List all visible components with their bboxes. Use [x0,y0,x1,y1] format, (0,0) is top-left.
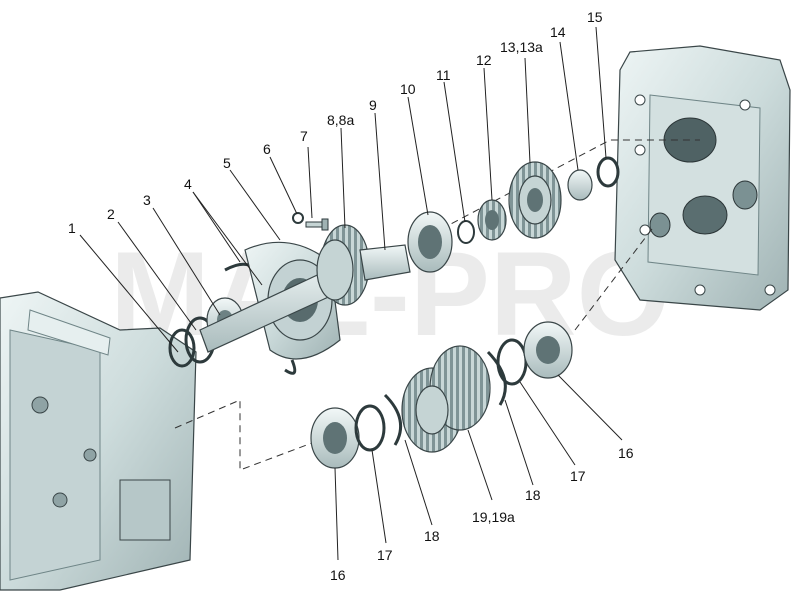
callout-5: 5 [223,155,231,171]
callout-2: 2 [107,206,115,222]
callout-16-right: 16 [618,445,634,461]
part-15-washer [596,156,620,188]
part-10-bearing [407,211,453,273]
callout-6: 6 [263,141,271,157]
right-gearbox-housing [614,45,791,311]
callout-7: 7 [300,128,308,144]
callout-1: 1 [68,220,76,236]
part-7-bolt [305,218,329,231]
callout-labels: 1 2 3 4 5 6 7 8,8a 9 10 11 12 13,13a 14 … [68,9,634,583]
callout-4: 4 [184,176,192,192]
callout-17-right: 17 [570,468,586,484]
callout-3: 3 [143,192,151,208]
part-11-snap-ring [457,220,475,244]
part-16-bearing-right [523,321,573,379]
leader-lines [79,26,623,561]
callout-10: 10 [400,81,416,97]
part-9-spline-shaft [359,244,411,281]
part-1-circlip [168,328,196,368]
callout-14: 14 [550,24,566,40]
callout-12: 12 [476,52,492,68]
part-8-input-shaft [199,224,371,353]
callout-13: 13,13a [500,39,543,55]
callout-11: 11 [436,67,451,83]
part-16-bearing-left [310,407,360,469]
callout-17-left: 17 [377,547,393,563]
callout-9: 9 [369,97,377,113]
part-17-washer-left [354,404,386,452]
part-13-gear [508,161,562,239]
callout-8: 8,8a [327,112,354,128]
callout-18-left: 18 [424,528,440,544]
part-18-ring-left [383,393,403,446]
callout-19: 19,19a [472,509,515,525]
callout-18-right: 18 [525,487,541,503]
left-gearbox-housing [0,291,197,591]
callout-15: 15 [587,9,603,25]
part-12-needle-bearing [477,199,507,241]
callout-16-left: 16 [330,567,346,583]
part-14-bushing [567,169,593,201]
part-6-washer [292,212,304,224]
part-19-sliding-gear [401,345,491,453]
